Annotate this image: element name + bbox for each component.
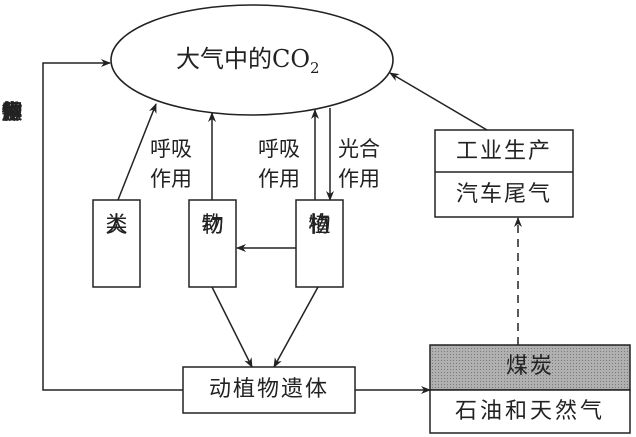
plants-to-remains-arrow: [273, 286, 319, 368]
animals-box: [188, 199, 237, 288]
animals-to-remains-arrow: [211, 286, 253, 368]
atmosphere-label-text: 大气中的CO: [176, 45, 311, 73]
vehicle-exhaust-label: 汽车尾气: [455, 182, 552, 207]
plant-respiration-line2: 作用: [258, 167, 300, 191]
side-char: 物: [1, 100, 23, 124]
photosynthesis-label: 光合 作用: [338, 134, 380, 194]
industry-label: 工业生产: [455, 139, 552, 164]
photosynthesis-line2: 作用: [338, 167, 380, 191]
side-char: 解: [1, 100, 23, 124]
side-char: 微: [1, 100, 23, 124]
remains-box: [182, 366, 356, 414]
side-char: 生: [1, 100, 23, 124]
decomposition-arrow: [42, 59, 183, 391]
side-char: 分: [1, 100, 23, 124]
plants-char: 物: [308, 213, 331, 238]
plant-respiration-line1: 呼吸: [258, 137, 300, 161]
photosynthesis-line1: 光合: [338, 137, 380, 161]
oil-gas-label: 石油和天然气: [454, 399, 605, 424]
plants-box: [295, 199, 344, 288]
industry-box: [434, 129, 574, 218]
oil-gas-box: [429, 389, 631, 434]
animal-respiration-line1: 呼吸: [150, 137, 192, 161]
humans-char: 类: [105, 213, 128, 238]
animal-respiration-line2: 作用: [150, 167, 192, 191]
atmosphere-ellipse: [110, 4, 394, 116]
industry-to-co2-arrow: [389, 72, 488, 131]
atmosphere-label: 大气中的CO2: [176, 44, 320, 83]
animals-char: 动: [201, 213, 224, 238]
humans-to-co2-arrow: [117, 103, 157, 201]
humans-char: 人: [105, 213, 128, 238]
remains-label: 动植物遗体: [208, 377, 329, 402]
humans-box: [92, 199, 141, 288]
atmosphere-subscript: 2: [310, 58, 320, 77]
coal-box: [429, 344, 631, 391]
coal-label: 煤炭: [505, 354, 554, 379]
plant-respiration-label: 呼吸 作用: [258, 134, 300, 194]
side-char: 用: [1, 100, 23, 124]
side-char: 作: [1, 100, 23, 124]
animals-char: 物: [201, 213, 224, 238]
animal-respiration-label: 呼吸 作用: [150, 134, 192, 194]
plants-char: 植: [308, 213, 331, 238]
